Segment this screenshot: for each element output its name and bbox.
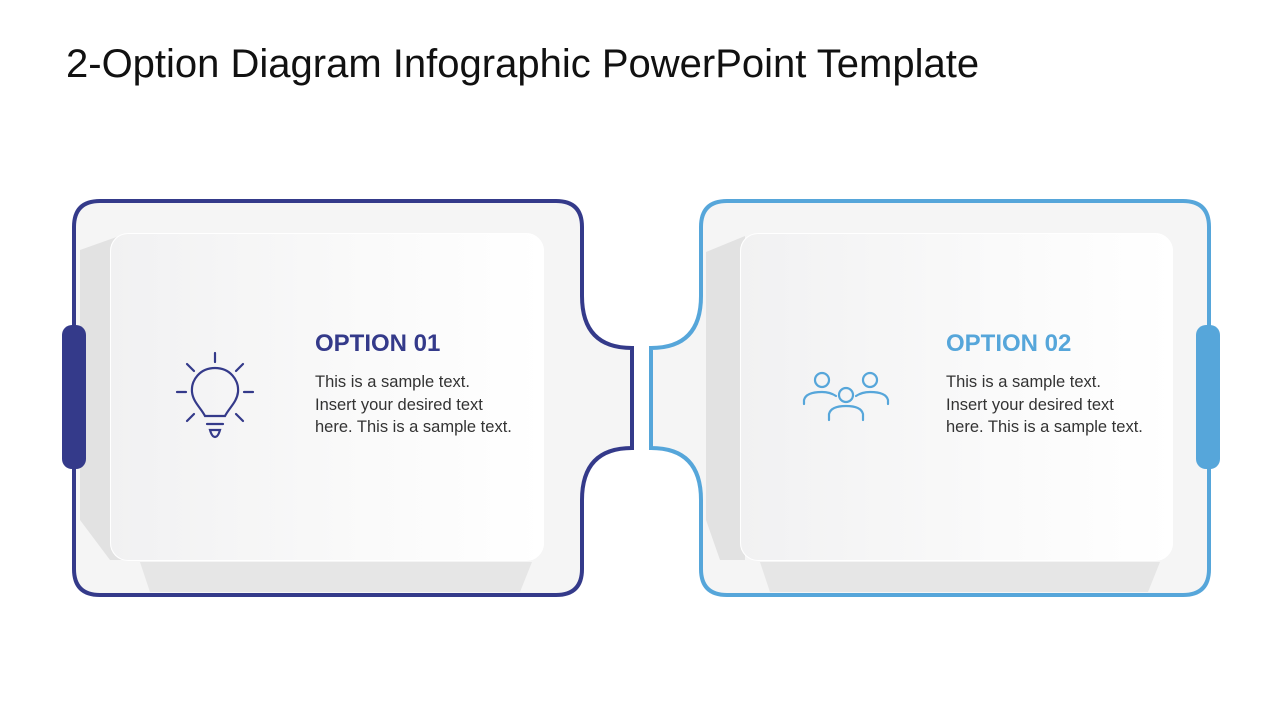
option1-text: This is a sample text. Insert your desir… [315,373,512,436]
option2-text: This is a sample text. Insert your desir… [946,373,1143,436]
lightbulb-icon [175,351,255,439]
option2-card [740,233,1173,561]
slide-title: 2-Option Diagram Infographic PowerPoint … [66,42,980,86]
option1-title: OPTION 01 [315,330,441,357]
people-group-icon [802,371,890,422]
option2-title: OPTION 02 [946,330,1072,357]
option2-tab [1196,325,1220,469]
option1-tab [62,325,86,469]
option1-card [110,233,544,561]
